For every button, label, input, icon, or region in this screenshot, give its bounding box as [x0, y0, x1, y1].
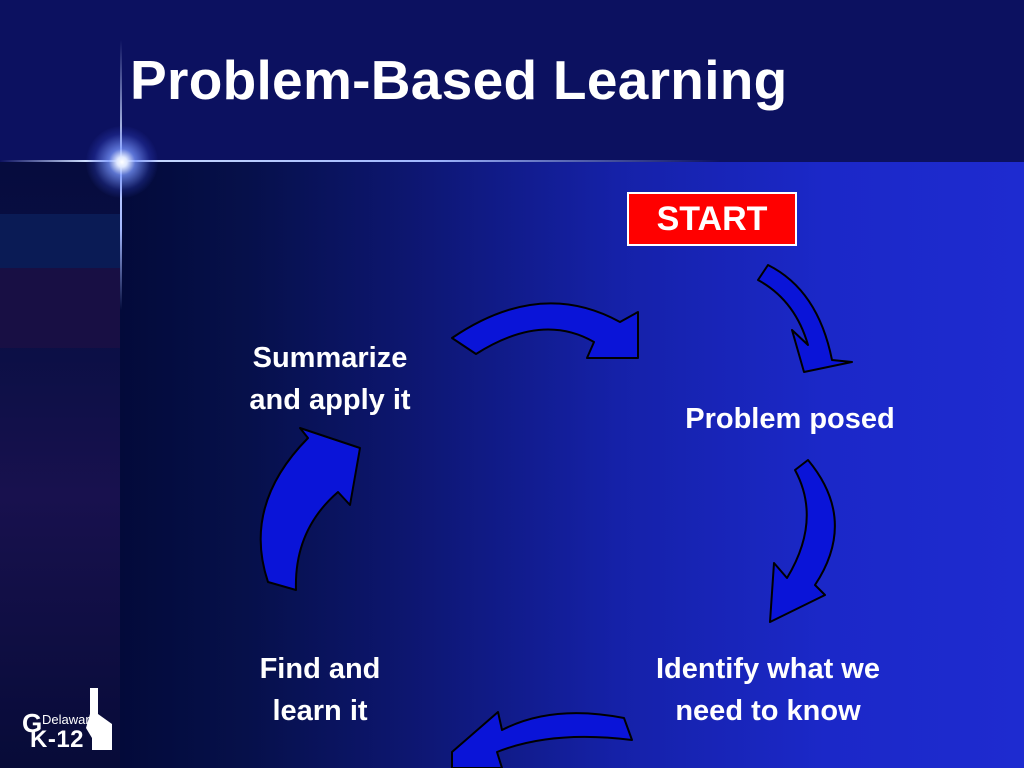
step-label-line: need to know	[675, 695, 861, 727]
arrow-start-to-posed-icon	[757, 264, 853, 373]
logo-letter: G	[22, 708, 43, 738]
start-box: START	[627, 192, 797, 246]
left-band-stripe	[0, 214, 120, 268]
left-band-stripe	[0, 268, 120, 348]
content-area	[120, 162, 1024, 768]
arrow-posed-to-identify-icon	[769, 459, 836, 623]
arrow-identify-to-find-icon	[451, 711, 633, 768]
step-summarize: Summarize and apply it	[200, 337, 460, 421]
delaware-k12-logo: G Delaware K-12	[20, 684, 116, 756]
step-label-line: Problem posed	[685, 403, 895, 435]
step-find: Find and learn it	[210, 648, 430, 732]
step-label-line: and apply it	[249, 384, 411, 416]
decorative-horizontal-line	[0, 160, 720, 162]
logo-k12: K-12	[30, 726, 85, 753]
arrow-summarize-to-start-icon	[451, 302, 639, 359]
step-label-line: learn it	[272, 695, 368, 727]
star-glow-icon	[86, 126, 158, 198]
step-identify: Identify what we need to know	[608, 648, 928, 732]
slide-title: Problem-Based Learning	[130, 49, 788, 111]
header-band	[0, 0, 1024, 162]
step-problem-posed: Problem posed	[655, 398, 925, 440]
step-label-line: Find and	[259, 653, 381, 685]
left-band	[0, 162, 120, 768]
delaware-state-icon	[86, 688, 112, 750]
arrow-find-to-summarize-icon	[259, 427, 361, 591]
logo-state: Delaware	[42, 712, 97, 727]
step-label-line: Summarize	[252, 342, 408, 374]
step-label-line: Identify what we	[656, 653, 880, 685]
